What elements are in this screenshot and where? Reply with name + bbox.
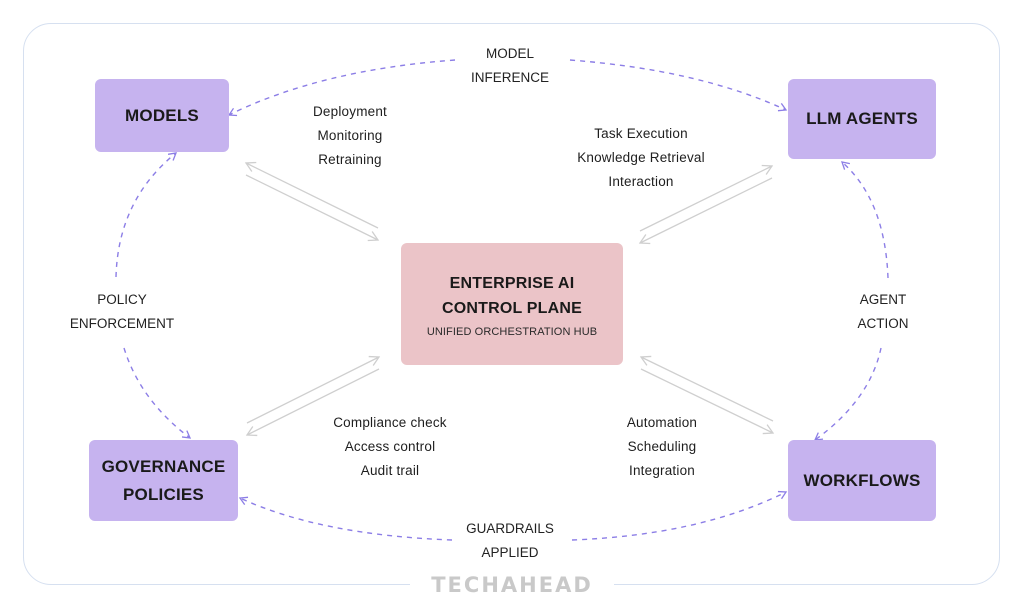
- cycle-label-left: POLICY ENFORCEMENT: [52, 288, 192, 336]
- node-control-plane[interactable]: ENTERPRISE AI CONTROL PLANE UNIFIED ORCH…: [401, 243, 623, 365]
- link-label-governance: Compliance check Access control Audit tr…: [310, 411, 470, 483]
- edge-top-right-dashed: [569, 59, 788, 112]
- node-models[interactable]: MODELS: [95, 79, 229, 152]
- link-label-agents-2: Knowledge Retrieval: [577, 150, 705, 165]
- link-label-governance-1: Compliance check: [333, 415, 447, 430]
- edge-governance-to-center: [246, 355, 381, 424]
- cycle-label-bottom: GUARDRAILS APPLIED: [440, 517, 580, 565]
- edge-right-up-dashed: [841, 161, 889, 279]
- cycle-label-bottom-1: GUARDRAILS: [466, 521, 554, 536]
- node-governance-policies[interactable]: GOVERNANCE POLICIES: [89, 440, 238, 521]
- link-label-models: Deployment Monitoring Retraining: [280, 100, 420, 172]
- cycle-label-top: MODEL INFERENCE: [440, 42, 580, 90]
- link-label-workflows-3: Integration: [629, 463, 695, 478]
- control-plane-title-line1: ENTERPRISE AI: [449, 274, 575, 292]
- link-label-agents-1: Task Execution: [594, 126, 688, 141]
- node-workflows[interactable]: WORKFLOWS: [788, 440, 936, 521]
- edge-top-left-dashed: [227, 59, 456, 117]
- brand-logo: TECHAHEAD: [410, 572, 614, 598]
- edge-bottom-left-dashed: [238, 496, 453, 541]
- link-label-governance-3: Audit trail: [360, 463, 420, 478]
- cycle-label-right: AGENT ACTION: [833, 288, 933, 336]
- node-llm-agents-label: LLM AGENTS: [806, 109, 918, 128]
- node-governance-label-line1: GOVERNANCE: [101, 456, 226, 476]
- node-llm-agents[interactable]: LLM AGENTS: [788, 79, 936, 159]
- edge-bottom-right-dashed: [571, 490, 788, 541]
- edge-models-to-center: [245, 174, 380, 242]
- node-workflows-label: WORKFLOWS: [803, 470, 921, 490]
- edge-left-down-dashed: [123, 347, 192, 439]
- cycle-label-left-2: ENFORCEMENT: [69, 316, 175, 331]
- link-label-workflows-1: Automation: [626, 415, 698, 430]
- node-governance-label-line2: POLICIES: [123, 484, 204, 504]
- edge-workflows-to-center: [639, 355, 774, 422]
- node-models-label: MODELS: [125, 105, 199, 125]
- link-label-workflows-2: Scheduling: [627, 439, 697, 454]
- link-label-workflows: Automation Scheduling Integration: [597, 411, 727, 483]
- link-label-llm-agents: Task Execution Knowledge Retrieval Inter…: [556, 122, 726, 194]
- cycle-label-top-2: INFERENCE: [470, 70, 549, 85]
- edge-center-to-agents: [639, 164, 774, 232]
- control-plane-title-line2: CONTROL PLANE: [441, 299, 583, 317]
- link-label-models-3: Retraining: [318, 152, 382, 167]
- control-plane-subtitle: UNIFIED ORCHESTRATION HUB: [426, 325, 598, 338]
- link-label-governance-2: Access control: [344, 439, 436, 454]
- link-label-agents-3: Interaction: [608, 174, 674, 189]
- cycle-label-right-2: ACTION: [857, 316, 909, 331]
- link-label-models-1: Deployment: [312, 104, 388, 119]
- edge-center-to-workflows: [640, 368, 775, 435]
- cycle-label-left-1: POLICY: [97, 292, 147, 307]
- edge-center-to-models: [244, 161, 379, 229]
- cycle-label-top-1: MODEL: [485, 46, 534, 61]
- edge-center-to-governance: [245, 368, 380, 437]
- cycle-label-bottom-2: APPLIED: [481, 545, 539, 560]
- edge-agents-to-center: [638, 177, 773, 245]
- edge-left-up-dashed: [115, 152, 178, 278]
- edge-right-down-dashed: [813, 347, 882, 441]
- link-label-models-2: Monitoring: [317, 128, 383, 143]
- cycle-label-right-1: AGENT: [859, 292, 907, 307]
